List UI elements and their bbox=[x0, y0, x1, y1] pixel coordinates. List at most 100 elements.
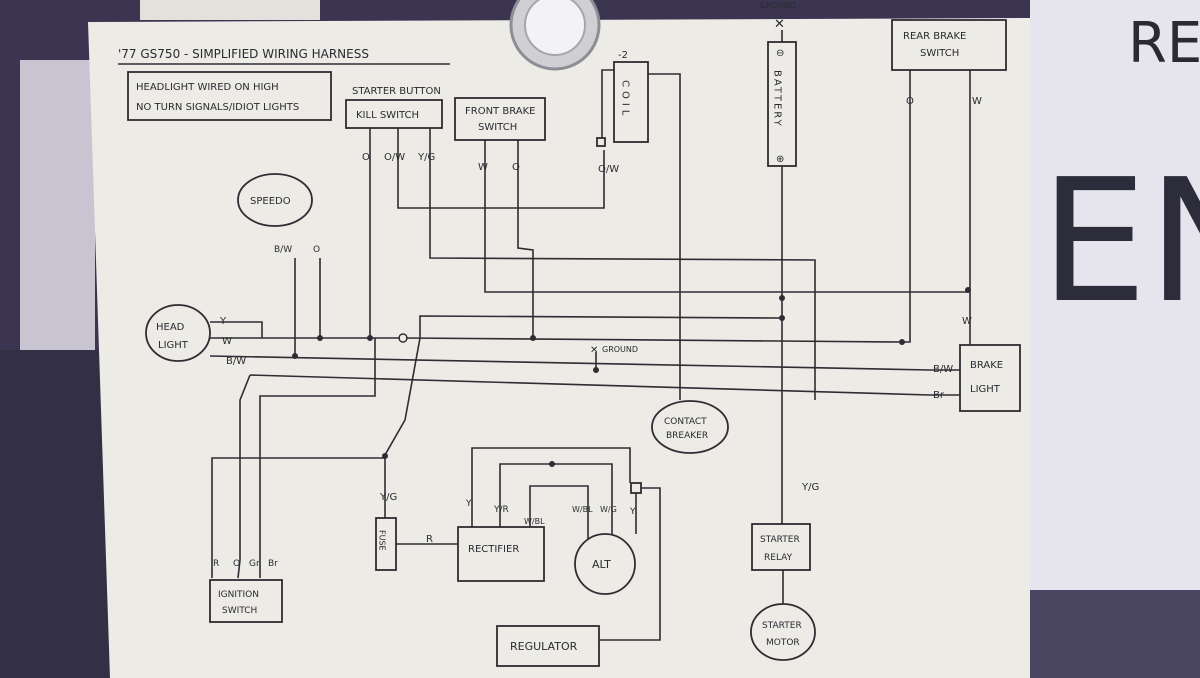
wire-rect-y bbox=[471, 447, 631, 527]
contact-breaker-label-2: BREAKER bbox=[666, 431, 708, 441]
wire-label-ign-gr: Gr bbox=[249, 559, 260, 569]
coil-label: COIL bbox=[620, 80, 631, 119]
speedo-label: SPEEDO bbox=[250, 196, 291, 207]
ground-top-x-icon: ✕ bbox=[774, 17, 785, 32]
starter-relay-box bbox=[751, 523, 811, 571]
brake-light-box bbox=[959, 344, 1021, 412]
wire-coil-cb bbox=[648, 73, 681, 400]
note-line-1: HEADLIGHT WIRED ON HIGH bbox=[136, 82, 279, 93]
wire-label-speedo-o: O bbox=[313, 245, 320, 255]
wire-label-rear-w: W bbox=[972, 96, 982, 107]
wire-label-coil-ow: O/W bbox=[598, 164, 619, 175]
starter-relay-label-2: RELAY bbox=[764, 553, 793, 563]
starter-relay-label-1: STARTER bbox=[760, 535, 800, 545]
rear-brake-label-1: REAR BRAKE bbox=[903, 31, 966, 42]
wire-label-alt-y: Y bbox=[629, 507, 636, 517]
kill-switch-box bbox=[345, 99, 443, 129]
wire-label-kill-yg: Y/G bbox=[417, 152, 435, 163]
wire-label-speedo-bw: B/W bbox=[274, 245, 292, 255]
wire-label-rect-wbl: W/BL bbox=[524, 517, 545, 526]
note-box bbox=[127, 71, 332, 121]
window-curtain bbox=[20, 60, 95, 350]
whiteboard-text-1: RE bbox=[1128, 11, 1200, 76]
wire-main-o bbox=[405, 337, 901, 343]
rear-brake-label-2: SWITCH bbox=[920, 48, 959, 59]
junction-dot bbox=[779, 315, 785, 321]
regulator-label: REGULATOR bbox=[510, 640, 578, 653]
brake-light-label-1: BRAKE bbox=[970, 360, 1003, 371]
front-brake-switch-box bbox=[454, 97, 546, 141]
wire-label-front-o: O bbox=[512, 162, 520, 173]
wire-label-alt-wg: W/G bbox=[600, 505, 617, 514]
wire-rect-yr bbox=[499, 463, 613, 534]
wire-head-y bbox=[210, 321, 263, 338]
wire-label-fuse-r: R bbox=[426, 534, 433, 545]
battery-pos-icon: ⊕ bbox=[776, 154, 784, 165]
wire-ign-gr bbox=[259, 338, 376, 578]
wire-label-front-w: W bbox=[478, 162, 488, 173]
junction-dot bbox=[367, 335, 373, 341]
junction-dot bbox=[549, 461, 555, 467]
wire-fuse-yg bbox=[384, 337, 421, 518]
kill-switch-label: KILL SWITCH bbox=[356, 110, 419, 121]
wire-label-relay-yg: Y/G bbox=[801, 482, 819, 493]
battery-neg-icon: ⊖ bbox=[776, 48, 784, 59]
wire-label-ign-r: R bbox=[213, 559, 219, 569]
junction-dots bbox=[292, 287, 971, 467]
ground-mid-x-icon: ✕ bbox=[590, 345, 598, 356]
junction-dot bbox=[292, 353, 298, 359]
wire-head-bw bbox=[209, 355, 931, 371]
front-brake-label-1: FRONT BRAKE bbox=[465, 106, 535, 117]
wire-front-o bbox=[517, 140, 534, 338]
junction-dot bbox=[382, 453, 388, 459]
rectifier-box bbox=[457, 526, 545, 582]
whiteboard-text-2: EN bbox=[1040, 143, 1200, 341]
junction-dot bbox=[530, 335, 536, 341]
wire-junction-o bbox=[398, 333, 408, 343]
wire-label-rect-yr: Y/R bbox=[493, 505, 509, 515]
rear-brake-switch-box bbox=[891, 19, 1007, 71]
wire-label-kill-ow: O/W bbox=[384, 152, 405, 163]
wire-label-ign-o: O bbox=[233, 559, 240, 569]
wire-label-rect-y: Y bbox=[465, 499, 472, 509]
starter-motor-label-1: STARTER bbox=[762, 621, 802, 631]
paper-behind bbox=[140, 0, 320, 20]
wire-coil-a bbox=[601, 69, 614, 138]
contact-breaker-circle bbox=[651, 400, 729, 454]
fuse-label: FUSE bbox=[378, 530, 387, 551]
junction-dot bbox=[965, 287, 971, 293]
wire-ign-r bbox=[211, 457, 385, 578]
coil-box bbox=[613, 61, 649, 143]
whiteboard bbox=[1030, 0, 1200, 590]
wire-label-fuse-yg: Y/G bbox=[379, 492, 397, 503]
wire-br bbox=[249, 374, 931, 396]
starter-button-label: STARTER BUTTON bbox=[352, 86, 441, 97]
wire-rect-wbl bbox=[529, 485, 589, 540]
junction-dot bbox=[779, 295, 785, 301]
alternator-circle bbox=[574, 533, 636, 595]
wire-label-head-bw: B/W bbox=[226, 356, 246, 367]
coil-terminal bbox=[596, 137, 606, 147]
wire-label-brake-w: W bbox=[962, 316, 972, 327]
headlight-label-2: LIGHT bbox=[158, 340, 189, 351]
wire-regulator bbox=[599, 487, 661, 641]
wire-label-head-w: W bbox=[222, 336, 232, 347]
whiteboard-tray bbox=[1030, 590, 1200, 678]
wire-kill-ow bbox=[397, 128, 605, 209]
wire-label-alt-wbl: W/BL bbox=[572, 505, 593, 514]
contact-breaker-label-1: CONTACT bbox=[664, 417, 707, 427]
alternator-label: ALT bbox=[592, 558, 611, 571]
wire-label-ign-br: Br bbox=[268, 559, 278, 569]
battery-label: BATTERY bbox=[772, 70, 783, 128]
rectifier-label: RECTIFIER bbox=[468, 544, 519, 555]
wire-ign-br bbox=[237, 374, 251, 579]
front-brake-label-2: SWITCH bbox=[478, 122, 517, 133]
headlight-label-1: HEAD bbox=[156, 322, 185, 333]
junction-dot bbox=[317, 335, 323, 341]
magnet-center-icon bbox=[524, 0, 586, 56]
wire-battery-pos bbox=[419, 166, 783, 338]
paper-sheet bbox=[88, 18, 1030, 678]
ignition-label-2: SWITCH bbox=[222, 606, 257, 616]
